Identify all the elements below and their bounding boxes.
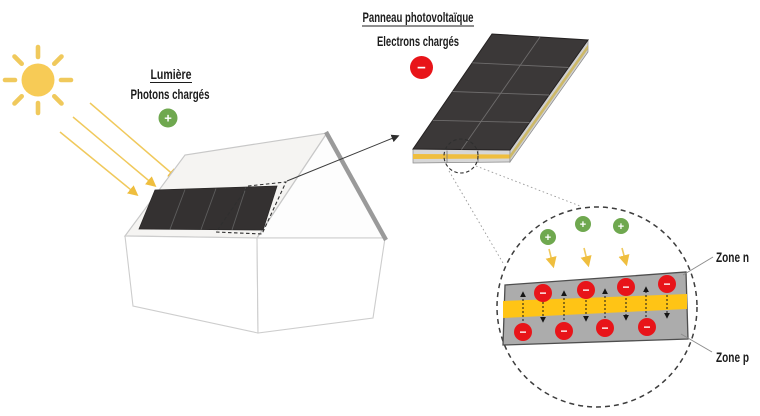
svg-text:−: − — [417, 60, 426, 77]
electron-minus-icon: − — [410, 56, 433, 79]
electron-flow-arrows — [520, 286, 670, 323]
svg-text:+: + — [618, 221, 624, 233]
photon-plus-icon: + — [158, 108, 178, 128]
electron-minus-icon: − — [534, 284, 552, 302]
light-title: Lumière — [151, 66, 192, 82]
electron-minus-icon: − — [514, 323, 532, 341]
panel-right-stripe — [510, 44, 588, 159]
pn-junction-slab: − − − − − — [502, 271, 689, 346]
house-wall-left — [124, 235, 259, 334]
solar-panel-3d — [412, 33, 589, 174]
house-ridge-edge-thick — [324, 130, 388, 242]
junction-band — [503, 294, 687, 318]
panel-title: Panneau photovoltaïque — [363, 9, 474, 25]
zone-p-label: Zone p — [716, 349, 749, 365]
svg-text:−: − — [663, 277, 670, 291]
house-to-panel-arrow — [286, 134, 400, 182]
zone-n-label: Zone n — [716, 249, 749, 265]
electron-minus-icon: − — [596, 319, 614, 337]
panel-top-face — [412, 33, 589, 151]
svg-text:−: − — [601, 321, 608, 335]
svg-text:+: + — [580, 219, 586, 231]
light-label-block: Lumière Photons chargés + — [131, 66, 210, 128]
svg-text:−: − — [582, 283, 589, 297]
svg-text:−: − — [560, 324, 567, 338]
electron-minus-icon: − — [555, 322, 573, 340]
electron-minus-icon: − — [617, 278, 635, 296]
svg-text:−: − — [643, 320, 650, 334]
zone-n-pointer-line — [682, 256, 714, 276]
zoom-connector-lines — [448, 165, 581, 264]
panel-label-block: Panneau photovoltaïque Electrons chargés… — [362, 9, 474, 79]
svg-text:+: + — [164, 111, 172, 126]
house-wall-right — [256, 237, 386, 334]
incoming-photons: + + + — [540, 216, 630, 269]
light-subtitle: Photons chargés — [131, 86, 210, 102]
svg-text:−: − — [622, 280, 629, 294]
junction-zoom-circle: + + + — [496, 206, 749, 408]
roof-panel-highlight-dashed — [214, 181, 287, 235]
panel-front-stripe — [413, 154, 510, 159]
electron-minus-icon: − — [638, 318, 656, 336]
svg-text:−: − — [519, 325, 526, 339]
electron-minus-icon: − — [577, 281, 595, 299]
zone-p-pointer-line — [680, 333, 713, 353]
photon-plus-icon: + — [613, 218, 629, 234]
svg-text:+: + — [545, 232, 551, 244]
photon-plus-icon: + — [575, 216, 591, 232]
svg-text:−: − — [539, 286, 546, 300]
house — [123, 130, 388, 334]
electron-minus-icon: − — [658, 275, 676, 293]
panel-subtitle: Electrons chargés — [377, 33, 459, 49]
sun-icon — [2, 44, 74, 116]
sunlight-ray-arrows — [59, 102, 179, 196]
electrons-zone-n: − − − − — [534, 275, 676, 302]
electrons-zone-p: − − − − — [514, 318, 656, 341]
photon-plus-icon: + — [540, 229, 556, 245]
panel-edge-highlight-circle — [443, 138, 479, 174]
roof-solar-panel — [138, 185, 278, 231]
panel-grid-lines — [432, 36, 569, 150]
